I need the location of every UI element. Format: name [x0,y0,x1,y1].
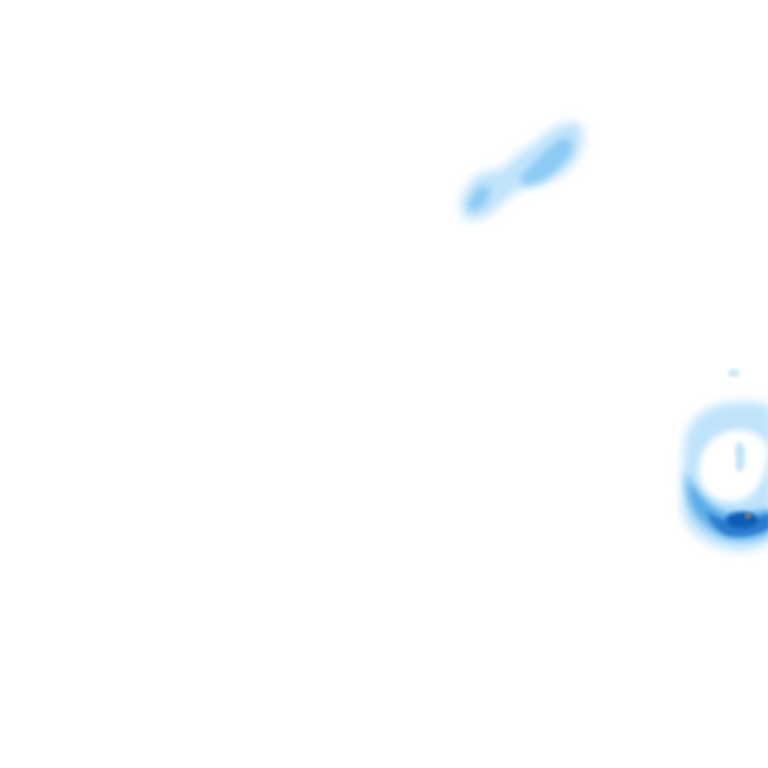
northern-band-cell [460,122,584,221]
small-speck-cell [728,369,740,377]
eastern-ring-cell [681,401,768,551]
